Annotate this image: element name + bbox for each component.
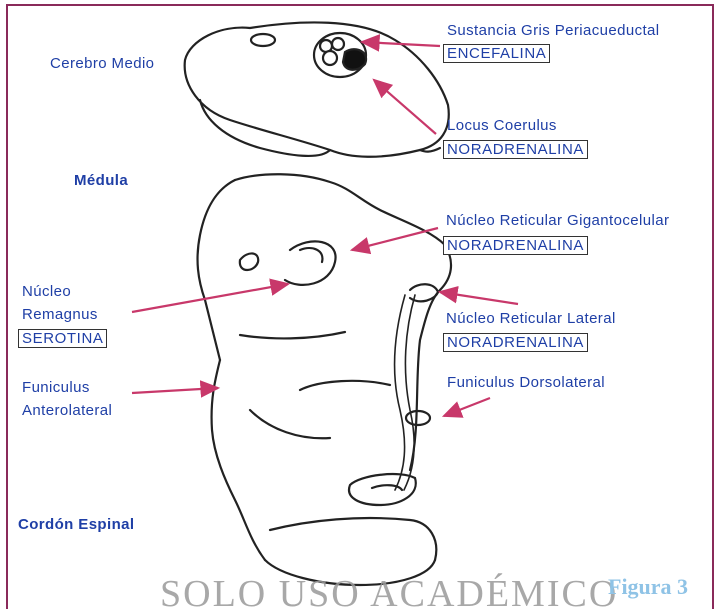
midbrain-section (185, 22, 449, 156)
label-locus-coerulus: Locus Coerulus (447, 117, 557, 135)
label-medula: Médula (74, 172, 128, 190)
neurotransmitter-serotina: SEROTINA (18, 329, 107, 348)
neurotransmitter-noradrenalina-3: NORADRENALINA (443, 333, 588, 352)
arrow-anterolateral (132, 388, 218, 393)
label-funiculus-dorsolateral: Funiculus Dorsolateral (447, 374, 605, 392)
neurotransmitter-noradrenalina-1: NORADRENALINA (443, 140, 588, 159)
neurotransmitter-encefalina: ENCEFALINA (443, 44, 550, 63)
label-nucleo-reticular-lateral: Núcleo Reticular Lateral (446, 310, 616, 328)
arrow-reticular-lateral (440, 292, 518, 304)
label-cordon-espinal: Cordón Espinal (18, 516, 134, 534)
label-funiculus-anterolateral-line1: Funiculus (22, 379, 90, 397)
arrow-dorsolateral (444, 398, 490, 416)
figure-caption: Figura 3 (608, 574, 688, 600)
medulla-section (198, 174, 452, 585)
label-nucleo-remagnus-line1: Núcleo (22, 283, 71, 301)
label-funiculus-anterolateral-line2: Anterolateral (22, 402, 112, 420)
arrow-remagnus (132, 284, 288, 312)
label-nucleo-gigantocelular: Núcleo Reticular Gigantocelular (446, 212, 669, 230)
label-sustancia-gris: Sustancia Gris Periacueductal (447, 22, 660, 40)
arrow-gigantocelular (352, 228, 438, 250)
label-cerebro-medio: Cerebro Medio (50, 55, 154, 73)
neurotransmitter-noradrenalina-2: NORADRENALINA (443, 236, 588, 255)
watermark-text: SOLO USO ACADÉMICO (160, 572, 618, 616)
label-nucleo-remagnus-line2: Remagnus (22, 306, 98, 324)
arrow-locus-coerulus (374, 80, 436, 134)
